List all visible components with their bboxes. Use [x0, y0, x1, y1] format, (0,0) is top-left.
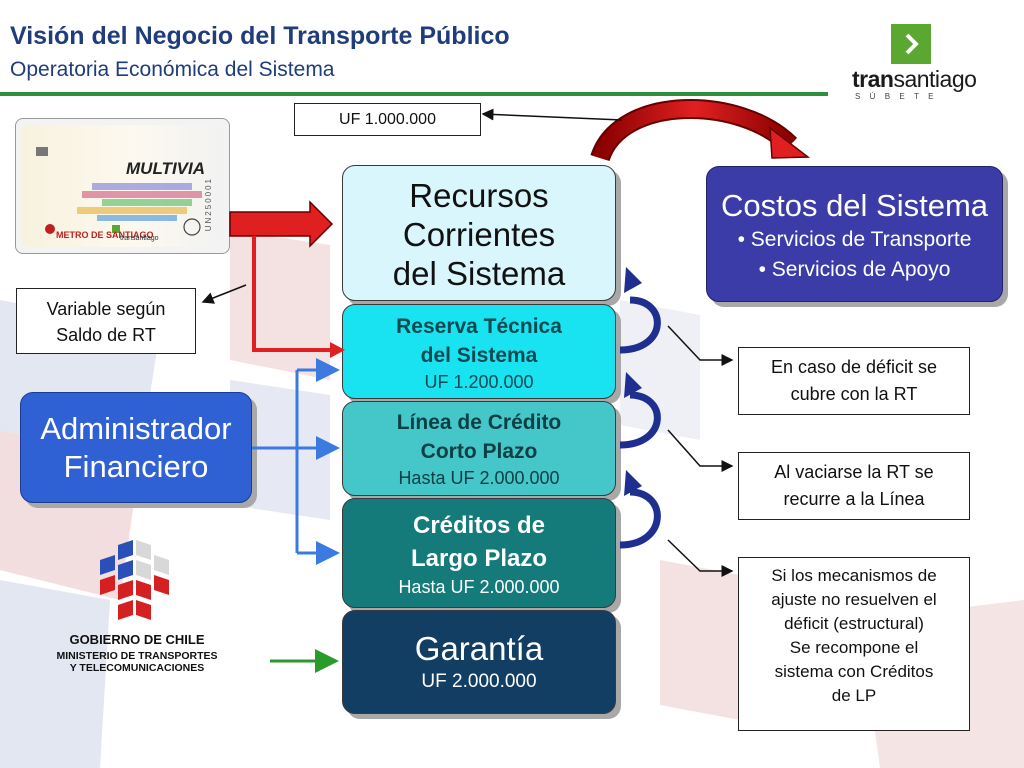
linea-credito-box: Línea de Crédito Corto Plazo Hasta UF 2.…	[342, 401, 616, 496]
administrador-financiero-box: Administrador Financiero	[20, 392, 252, 503]
transantiago-logo: transantiago	[852, 66, 977, 92]
multivia-card-image: MULTIVIA METRO DE SANTIAGO transantiago …	[15, 118, 230, 254]
creditos-line-1: Créditos de	[412, 512, 546, 539]
note-vaciarse-box: Al vaciarse la RT se recurre a la Línea	[738, 452, 970, 520]
variable-line-2: Saldo de RT	[56, 325, 156, 345]
card-transantiago-label: transantiago	[120, 235, 159, 242]
costos-sistema-box: Costos del Sistema • Servicios de Transp…	[706, 166, 1003, 302]
vaciarse-line-2: recurre a la Línea	[783, 489, 925, 509]
mecanismos-line-1: Si los mecanismos de	[771, 566, 937, 585]
card-metro-label: METRO DE SANTIAGO	[56, 230, 154, 240]
recursos-line-3: del Sistema	[392, 255, 566, 292]
linea-line-2: Corto Plazo	[420, 440, 538, 463]
page-title: Visión del Negocio del Transporte Públic…	[10, 22, 510, 50]
vaciarse-line-1: Al vaciarse la RT se	[774, 462, 934, 482]
administrador-line-2: Financiero	[63, 449, 209, 484]
logo-tagline: SÚBETE	[855, 92, 943, 101]
garantia-amount: UF 2.000.000	[421, 671, 537, 692]
deficit-line-2: cubre con la RT	[790, 384, 918, 404]
uf-top-box: UF 1.000.000	[294, 103, 481, 136]
costos-item-1: • Servicios de Transporte	[737, 228, 972, 251]
deficit-line-1: En caso de déficit se	[770, 357, 938, 377]
recursos-line-1: Recursos	[409, 177, 549, 214]
administrador-line-1: Administrador	[40, 411, 232, 446]
recursos-line-2: Corrientes	[402, 216, 556, 253]
uf-top-label: UF 1.000.000	[339, 111, 436, 128]
linea-amount: Hasta UF 2.000.000	[398, 468, 560, 488]
creditos-amount: Hasta UF 2.000.000	[398, 577, 560, 597]
note-deficit-box: En caso de déficit se cubre con la RT	[738, 347, 970, 415]
reserva-amount: UF 1.200.000	[424, 372, 534, 392]
gobierno-de-chile-logo	[100, 540, 169, 620]
mecanismos-line-5: sistema con Créditos	[774, 662, 934, 681]
card-brand: MULTIVIA	[126, 159, 206, 178]
costos-title: Costos del Sistema	[720, 188, 989, 223]
note-mecanismos-box: Si los mecanismos de ajuste no resuelven…	[738, 557, 970, 731]
gobierno-sub-2: Y TELECOMUNICACIONES	[69, 662, 205, 674]
variable-box: Variable según Saldo de RT	[16, 288, 196, 354]
page-subtitle: Operatoria Económica del Sistema	[10, 58, 335, 81]
mecanismos-line-3: déficit (estructural)	[784, 614, 924, 633]
garantia-line-1: Garantía	[414, 630, 544, 667]
creditos-line-2: Largo Plazo	[410, 545, 548, 572]
recursos-corrientes-box: Recursos Corrientes del Sistema	[342, 165, 616, 301]
gobierno-title: GOBIERNO DE CHILE	[69, 632, 205, 647]
mecanismos-line-4: Se recompone el	[789, 638, 919, 657]
card-serial: UN250001	[204, 177, 213, 232]
costos-item-2: • Servicios de Apoyo	[758, 258, 951, 281]
mecanismos-line-2: ajuste no resuelven el	[771, 590, 937, 609]
creditos-largo-plazo-box: Créditos de Largo Plazo Hasta UF 2.000.0…	[342, 498, 616, 608]
gobierno-ministerio: MINISTERIO DE TRANSPORTES Y TELECOMUNICA…	[22, 650, 252, 674]
header-divider	[0, 92, 828, 96]
mecanismos-line-6: de LP	[831, 686, 877, 705]
variable-line-1: Variable según	[46, 299, 166, 319]
gobierno-sub-1: MINISTERIO DE TRANSPORTES	[56, 650, 218, 662]
reserva-line-2: del Sistema	[420, 344, 538, 367]
linea-line-1: Línea de Crédito	[396, 411, 562, 434]
reserva-line-1: Reserva Técnica	[396, 315, 562, 338]
chevron-right-icon	[891, 24, 931, 64]
reserva-tecnica-box: Reserva Técnica del Sistema UF 1.200.000	[342, 304, 616, 399]
garantia-box: Garantía UF 2.000.000	[342, 610, 616, 714]
